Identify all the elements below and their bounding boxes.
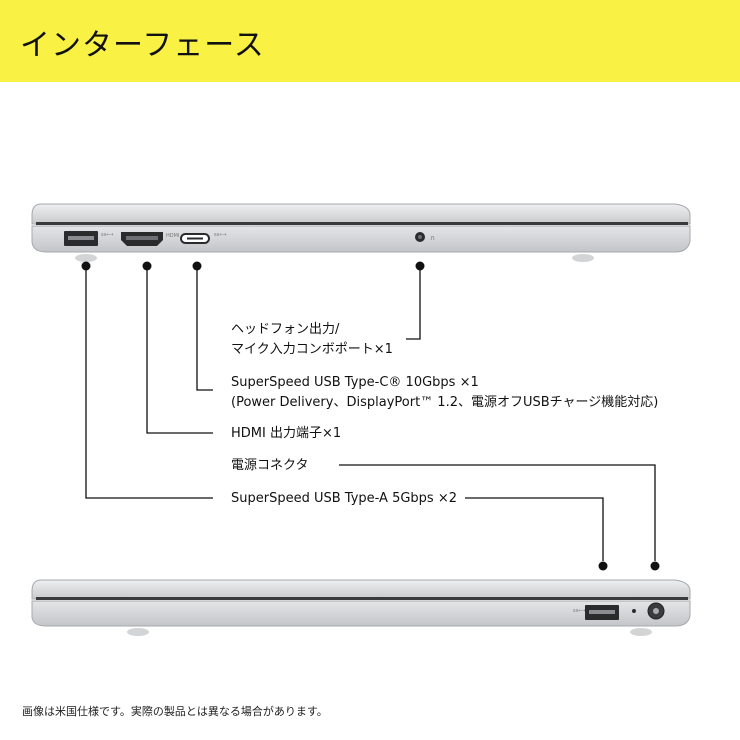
leader-usba-right <box>465 497 604 561</box>
usb-c-port-icon: ss⟷ <box>180 232 226 244</box>
laptop-left-side: ss⟷ HDMI ss⟷ ∩ <box>31 203 691 262</box>
power-label: 電源コネクタ <box>231 458 309 473</box>
callout-dots <box>81 261 660 571</box>
usbc-label-line2: (Power Delivery、DisplayPort™ 1.2、電源オフUSB… <box>231 395 659 410</box>
usb-a-port-icon: ss⟷ <box>573 605 619 620</box>
svg-text:ss⟷: ss⟷ <box>573 608 585 614</box>
svg-text:ss⟷: ss⟷ <box>214 232 226 238</box>
hdmi-port-icon: HDMI <box>121 232 179 246</box>
laptop-right-side: ss⟷ <box>31 579 691 636</box>
header-banner: インターフェース <box>0 0 740 82</box>
footnote: 画像は米国仕様です。実際の製品とは異なる場合があります。 <box>22 705 328 718</box>
svg-text:∩: ∩ <box>430 234 435 242</box>
leader-usba-left <box>85 266 213 499</box>
usbc-label-line1: SuperSpeed USB Type-C® 10Gbps ×1 <box>231 375 479 390</box>
svg-text:ss⟷: ss⟷ <box>101 232 113 238</box>
leader-hdmi <box>146 266 213 434</box>
leader-headphone <box>406 266 421 340</box>
headphone-label-line1: ヘッドフォン出力/ <box>231 322 340 337</box>
led-indicator-icon <box>632 609 636 613</box>
page-title: インターフェース <box>20 28 265 63</box>
headphone-label-line2: マイク入力コンボポート×1 <box>231 342 393 357</box>
usba-label: SuperSpeed USB Type-A 5Gbps ×2 <box>231 491 457 506</box>
leader-usbc <box>196 266 213 391</box>
callout-lines <box>85 266 656 561</box>
power-connector-icon <box>647 602 665 620</box>
audio-jack-icon: ∩ <box>415 232 435 242</box>
usb-a-port-icon: ss⟷ <box>64 231 113 246</box>
hdmi-label: HDMI 出力端子×1 <box>231 426 342 441</box>
svg-text:HDMI: HDMI <box>166 233 179 239</box>
leader-power <box>339 464 656 561</box>
